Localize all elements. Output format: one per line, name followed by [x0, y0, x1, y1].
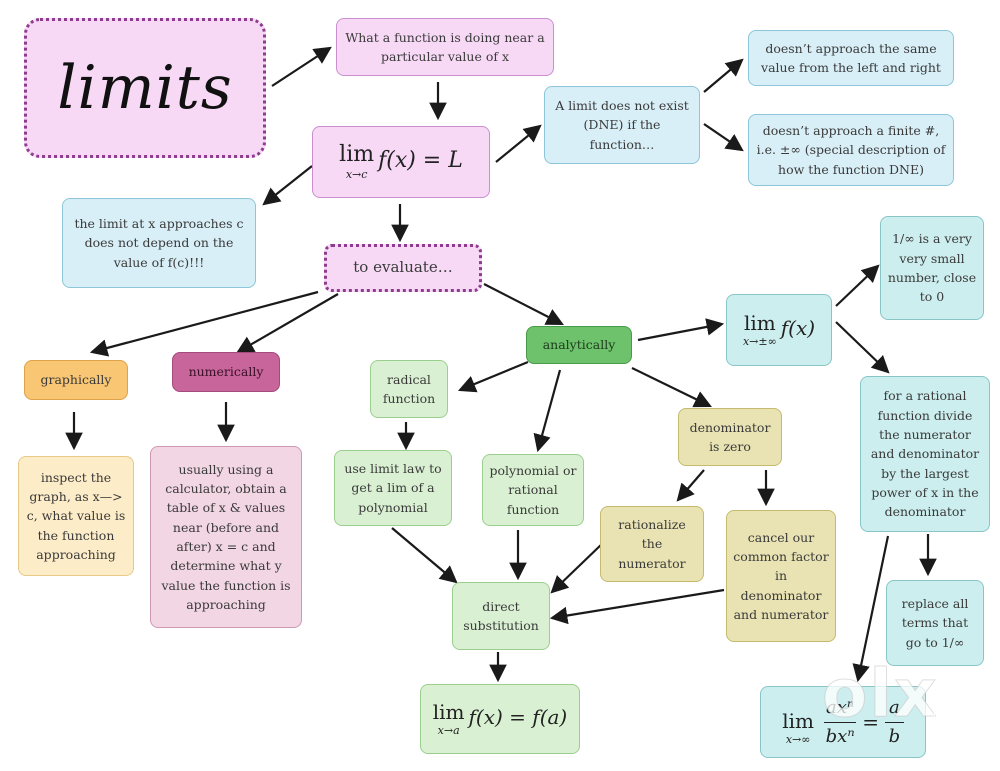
numerical-desc-box: usually using a calculator, obtain a tab… [150, 446, 302, 628]
arrow-liminf-to-rational [835, 321, 890, 374]
limit-law-box: use limit law to get a lim of a polynomi… [334, 450, 452, 526]
arrow-limits-to-what [271, 46, 332, 87]
lim-final-operator: lim x→∞ [782, 709, 815, 746]
lim-final-equals: = [862, 709, 879, 734]
lim-final-result: a b [884, 694, 904, 751]
lim-direct-box: lim x→a f(x) = f(a) [420, 684, 580, 754]
lim-main-expression: f(x) = L [378, 148, 463, 173]
arrow-evaluate-to-analytically [483, 283, 564, 326]
arrow-dne-to-finite [703, 123, 744, 152]
arrow-lim-to-dne [495, 124, 542, 163]
arrow-liminf-to-oneoverinf [835, 264, 880, 307]
olx-watermark-sub: INDIA [933, 712, 959, 722]
arrow-analytically-to-radical [457, 360, 529, 393]
not-depend-box: the limit at x approaches c does not dep… [62, 198, 256, 288]
arrow-analytically-to-polynomial [533, 369, 562, 453]
lim-infinity-operator: lim x→±∞ [742, 311, 777, 348]
dne-finite-box: doesn’t approach a finite #, i.e. ±∞ (sp… [748, 114, 954, 186]
lim-infinity-expression: f(x) [780, 316, 816, 340]
one-over-infinity-box: 1/∞ is a very very small number, close t… [880, 216, 984, 320]
replace-terms-box: replace all terms that go to 1/∞ [886, 580, 984, 666]
arrow-dne-to-leftright [703, 58, 744, 93]
what-function-box: What a function is doing near a particul… [336, 18, 554, 76]
cancel-box: cancel our common factor in denominator … [726, 510, 836, 642]
arrow-analytically-to-liminf [637, 318, 725, 342]
arrow-lim-to-notdepend [262, 165, 313, 206]
dne-box: A limit does not exist (DNE) if the func… [544, 86, 700, 164]
lim-direct-expression: f(x) = f(a) [468, 705, 568, 729]
numerically-box: numerically [172, 352, 280, 392]
limits-title-box: limits [24, 18, 266, 158]
title: limits [57, 52, 233, 123]
polynomial-box: polynomial or rational function [482, 454, 584, 526]
graph-desc-box: inspect the graph, as x—> c, what value … [18, 456, 134, 576]
arrow-rationalize-to-direct [550, 541, 605, 594]
arrow-rational-to-limfinal [852, 535, 890, 683]
lim-final-fraction: axⁿ bxⁿ [824, 694, 857, 751]
arrow-limitlaw-to-direct [391, 527, 458, 584]
dne-left-right-box: doesn’t approach the same value from the… [748, 30, 954, 86]
lim-infinity-box: lim x→±∞ f(x) [726, 294, 832, 366]
graphically-box: graphically [24, 360, 128, 400]
arrow-denominator-to-rationalize [676, 469, 705, 502]
lim-direct-operator: lim x→a [432, 700, 465, 737]
analytically-box: analytically [526, 326, 632, 364]
arrow-analytically-to-denominator [631, 367, 712, 408]
arrow-evaluate-to-numerically [236, 293, 339, 354]
to-evaluate-box: to evaluate… [324, 244, 482, 292]
direct-substitution-box: direct substitution [452, 582, 550, 650]
denominator-zero-box: denominator is zero [678, 408, 782, 466]
lim-main-box: lim x→c f(x) = L [312, 126, 490, 198]
lim-final-box: lim x→∞ axⁿ bxⁿ = a b [760, 686, 926, 758]
radical-box: radical function [370, 360, 448, 418]
rational-divide-box: for a rational function divide the numer… [860, 376, 990, 532]
lim-main-operator: lim x→c [339, 142, 375, 181]
arrow-evaluate-to-graphically [89, 290, 319, 357]
arrow-cancel-to-direct [549, 588, 725, 625]
rationalize-box: rationalize the numerator [600, 506, 704, 582]
